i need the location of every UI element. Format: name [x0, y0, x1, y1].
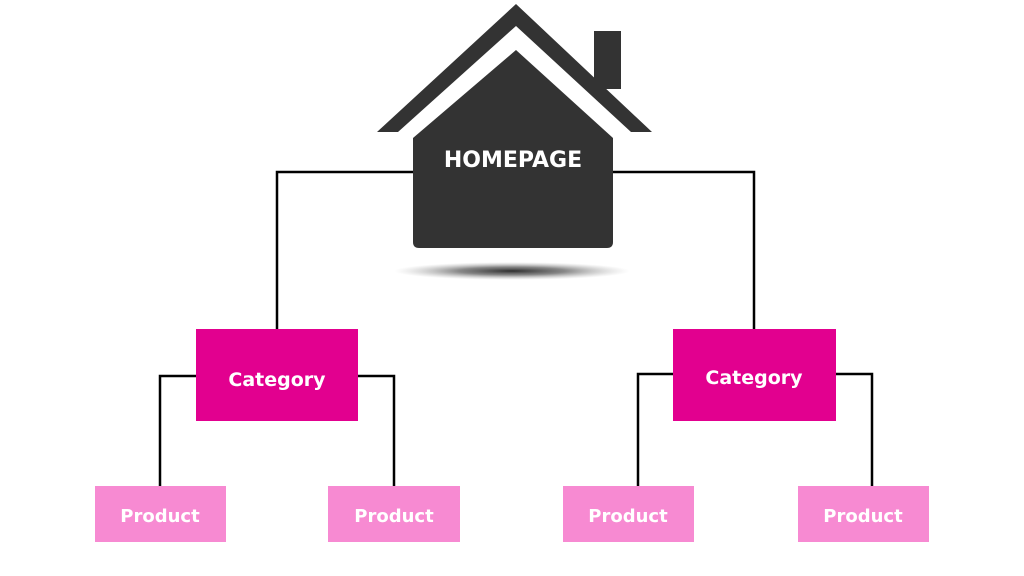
product-node-4: Product	[798, 486, 929, 542]
connector-home-to-category-2	[612, 170, 756, 330]
product-node-2: Product	[328, 486, 460, 542]
homepage-label: HOMEPAGE	[444, 148, 582, 173]
product-label: Product	[588, 506, 668, 527]
connector-category-2-to-product-4	[835, 372, 874, 487]
product-box	[798, 486, 929, 542]
product-node-3: Product	[563, 486, 694, 542]
connector-home-to-category-1	[275, 170, 414, 330]
category-box	[196, 329, 358, 421]
category-node-2: Category	[673, 329, 836, 421]
product-box	[95, 486, 226, 542]
category-label: Category	[228, 369, 326, 391]
house-shadow	[394, 262, 630, 280]
category-box	[673, 329, 836, 421]
product-label: Product	[354, 506, 434, 527]
connector-category-1-to-product-2	[357, 374, 396, 487]
category-label: Category	[705, 367, 803, 389]
product-box	[563, 486, 694, 542]
connector-category-1-to-product-1	[158, 374, 197, 487]
connectors	[158, 170, 874, 487]
product-box	[328, 486, 460, 542]
house-roof-icon	[377, 4, 652, 132]
connector-category-2-to-product-3	[636, 372, 674, 487]
product-label: Product	[823, 506, 903, 527]
product-node-1: Product	[95, 486, 226, 542]
product-label: Product	[120, 506, 200, 527]
homepage-node: HOMEPAGE	[377, 4, 652, 280]
house-body	[413, 50, 613, 248]
category-node-1: Category	[196, 329, 358, 421]
house-chimney	[594, 31, 621, 89]
